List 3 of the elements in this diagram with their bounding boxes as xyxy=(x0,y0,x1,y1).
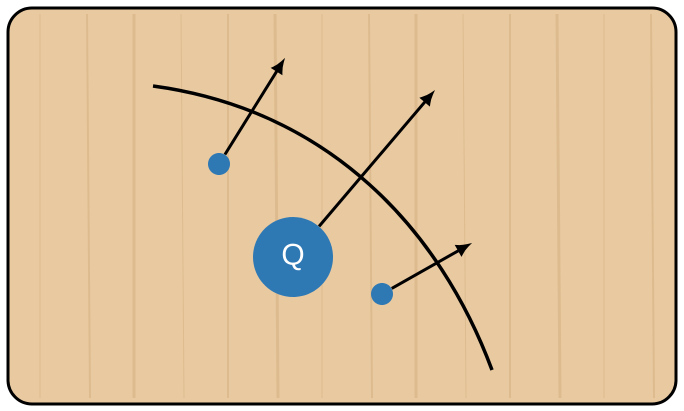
dot xyxy=(371,283,393,305)
arrow xyxy=(318,92,434,228)
dot xyxy=(208,153,230,175)
